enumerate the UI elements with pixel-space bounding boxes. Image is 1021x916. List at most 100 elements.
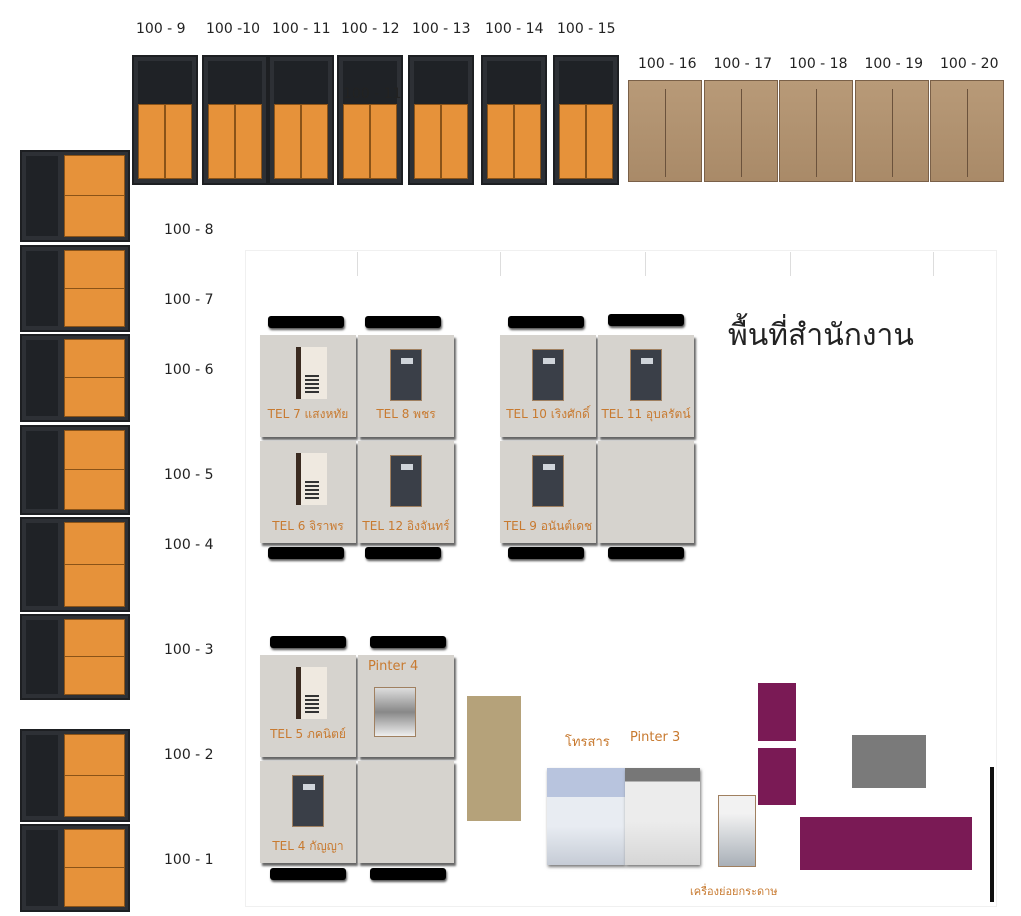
wall-tick	[790, 252, 791, 276]
desk	[358, 761, 454, 863]
chair-bar	[268, 547, 344, 559]
desk-label: TEL 4 กัญญา	[272, 839, 344, 853]
cabinet-label: 100 - 1	[164, 852, 214, 868]
desk: TEL 4 กัญญา	[260, 761, 356, 863]
fax-machine-icon	[547, 768, 625, 865]
desk-label: TEL 7 แสงหทัย	[267, 407, 349, 421]
shredder-label: เครื่องย่อยกระดาษ	[690, 885, 778, 898]
desk-purple	[800, 817, 972, 870]
desk: TEL 5 ภคนิตย์	[260, 655, 356, 757]
chair-bar	[608, 314, 684, 326]
wall-tick	[500, 252, 501, 276]
desk: TEL 10 เริงศักดิ์	[500, 335, 596, 437]
wall-tick	[933, 252, 934, 276]
cabinet-label: 100 - 4	[164, 537, 214, 553]
desk-phone-icon	[296, 667, 327, 719]
chair-bar	[365, 316, 441, 328]
cabinet-label: 100 - 12	[341, 21, 400, 37]
wall-tick	[645, 252, 646, 276]
cabinet-top	[268, 55, 334, 185]
cabinet-left	[20, 729, 130, 822]
cabinet-left	[20, 245, 130, 332]
desk	[598, 441, 694, 543]
desk-phone-icon	[296, 347, 327, 399]
cabinet-label: 100 - 6	[164, 362, 214, 378]
printer3-label: Pinter 3	[630, 730, 681, 745]
printer-icon	[625, 768, 700, 865]
cabinet-label: 100 - 5	[164, 467, 214, 483]
cabinet-top	[202, 55, 268, 185]
cabinet-label: 100 - 20	[940, 56, 999, 72]
wood-cabinet	[779, 80, 853, 182]
cabinet-label: 100 - 9	[136, 21, 186, 37]
cabinet-left	[20, 824, 130, 912]
desk-phone-icon	[532, 455, 564, 507]
cabinet-top	[553, 55, 619, 185]
cabinet-top	[337, 55, 403, 185]
side-table	[467, 696, 521, 821]
gray-table	[852, 735, 926, 788]
desk-label: TEL 11 อุบลรัตน์	[601, 407, 691, 421]
wood-cabinet	[930, 80, 1004, 182]
cabinet-label: 100 - 8	[164, 222, 214, 238]
shredder-icon	[718, 795, 756, 867]
desk-phone-icon	[630, 349, 662, 401]
wood-cabinet	[703, 80, 778, 182]
cabinet-label: 100 - 11	[272, 21, 331, 37]
chair-bar	[270, 636, 346, 648]
cabinet-top	[132, 55, 198, 185]
desk-label: TEL 6 จิราพร	[272, 519, 344, 533]
cabinet-label: 100 - 18	[789, 56, 848, 72]
chair-bar	[270, 868, 346, 880]
chair-bar	[370, 868, 446, 880]
cabinet-label: 100 - 19	[864, 56, 924, 72]
cabinet-top	[481, 55, 547, 185]
cabinet-left	[20, 517, 130, 612]
cabinet-label: 100 - 16	[638, 56, 697, 72]
desk-phone-icon	[296, 453, 327, 505]
cabinet-overlay-label: 100 - 11	[343, 86, 402, 102]
office-title: พื้นที่สำนักงาน	[728, 318, 914, 353]
cabinet-label: 100 - 7	[164, 292, 214, 308]
desk-phone-icon	[292, 775, 324, 827]
desk-label: TEL 5 ภคนิตย์	[270, 727, 346, 741]
cabinet-label: 100 - 2	[164, 747, 214, 763]
cabinet-label: 100 -10	[206, 21, 261, 37]
cabinet-left	[20, 614, 130, 700]
desk: TEL 8 พชร	[358, 335, 454, 437]
cabinet-label: 100 - 14	[485, 21, 544, 37]
cabinet-purple	[758, 748, 796, 805]
cabinet-label: 100 - 15	[557, 21, 616, 37]
desk-label: TEL 9 อนันต์เดช	[503, 519, 593, 533]
wood-cabinet	[854, 80, 929, 182]
desk-label: TEL 8 พชร	[376, 407, 436, 421]
cabinet-label: 100 - 3	[164, 642, 214, 658]
desk: TEL 7 แสงหทัย	[260, 335, 356, 437]
wall-line	[990, 767, 994, 902]
desk: Pinter 4	[358, 655, 454, 757]
cabinet-left	[20, 150, 130, 242]
chair-bar	[365, 547, 441, 559]
fax-label: โทรสาร	[565, 735, 610, 750]
desk-label: Pinter 4	[368, 659, 419, 674]
chair-bar	[608, 547, 684, 559]
desk: TEL 9 อนันต์เดช	[500, 441, 596, 543]
desk: TEL 6 จิราพร	[260, 441, 356, 543]
desk-label: TEL 12 อิงจันทร์	[362, 519, 450, 533]
desk: TEL 11 อุบลรัตน์	[598, 335, 694, 437]
desk-phone-icon	[390, 455, 422, 507]
desk: TEL 12 อิงจันทร์	[358, 441, 454, 543]
wood-cabinet	[628, 80, 702, 182]
chair-bar	[508, 316, 584, 328]
chair-bar	[370, 636, 446, 648]
cabinet-top	[408, 55, 474, 185]
desk-label: TEL 10 เริงศักดิ์	[506, 407, 590, 421]
cabinet-purple	[758, 683, 796, 741]
cabinet-label: 100 - 13	[412, 21, 471, 37]
desk-phone-icon	[532, 349, 564, 401]
wall-tick	[357, 252, 358, 276]
cabinet-left	[20, 334, 130, 422]
cabinet-left	[20, 425, 130, 515]
cabinet-label: 100 - 17	[713, 56, 773, 72]
desk-phone-icon	[390, 349, 422, 401]
